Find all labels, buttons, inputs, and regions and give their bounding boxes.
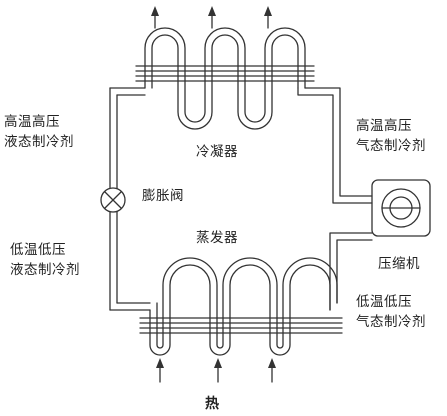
label-line: 高温高压 [356, 118, 412, 134]
condenser-inlet-pipe [109, 87, 146, 96]
compressor-body [371, 179, 431, 237]
evaporator-fins [139, 317, 343, 334]
condenser-label: 冷凝器 [196, 144, 238, 160]
evaporator-inlet-pipe [109, 302, 151, 311]
label-line: 低温低压 [10, 242, 66, 258]
heat-in-arrowhead-2 [214, 358, 222, 368]
expansion-valve-cross [104, 191, 122, 209]
heat-in-arrowhead-1 [156, 358, 164, 368]
label-line: 气态制冷剂 [356, 138, 426, 154]
label-low-temp-liquid: 低温低压 液态制冷剂 [10, 240, 80, 280]
label-line: 液态制冷剂 [4, 134, 74, 150]
heat-out-arrowhead-2 [208, 6, 216, 16]
label-low-temp-gas: 低温低压 气态制冷剂 [356, 292, 426, 332]
expansion-valve-label: 膨胀阀 [142, 188, 184, 204]
heat-out-arrowhead-3 [264, 6, 272, 16]
heat-in-arrowhead-3 [268, 358, 276, 368]
condenser-outlet-pipe [297, 87, 373, 204]
evaporator-label: 蒸发器 [196, 230, 238, 246]
label-line: 低温低压 [356, 294, 412, 310]
label-line: 液态制冷剂 [10, 262, 80, 278]
condenser-coil [144, 27, 306, 130]
heat-out-arrowhead-1 [151, 6, 159, 16]
condenser-fins [135, 65, 315, 82]
heat-label: 热 [205, 396, 220, 412]
compressor-label: 压缩机 [378, 256, 420, 272]
label-high-temp-gas: 高温高压 气态制冷剂 [356, 116, 426, 156]
label-line: 气态制冷剂 [356, 314, 426, 330]
evaporator-coil [149, 257, 338, 356]
evaporator-outlet-pipe [329, 232, 373, 311]
label-line: 高温高压 [4, 114, 60, 130]
label-high-temp-liquid: 高温高压 液态制冷剂 [4, 112, 74, 152]
